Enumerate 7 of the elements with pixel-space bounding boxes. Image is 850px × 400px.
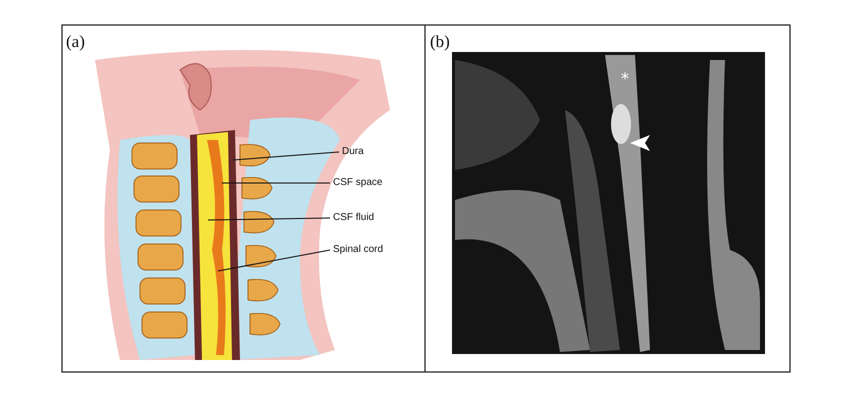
anatomy-label: Spinal cord xyxy=(333,244,384,256)
anatomy-label: CSF fluid xyxy=(333,212,374,224)
asterisk-mark: * xyxy=(621,70,629,88)
anatomy-label: Dura xyxy=(342,146,364,158)
anatomy-label: CSF space xyxy=(333,177,382,189)
panel-letter: (b) xyxy=(430,33,450,51)
panel-letter: (a) xyxy=(66,33,85,51)
